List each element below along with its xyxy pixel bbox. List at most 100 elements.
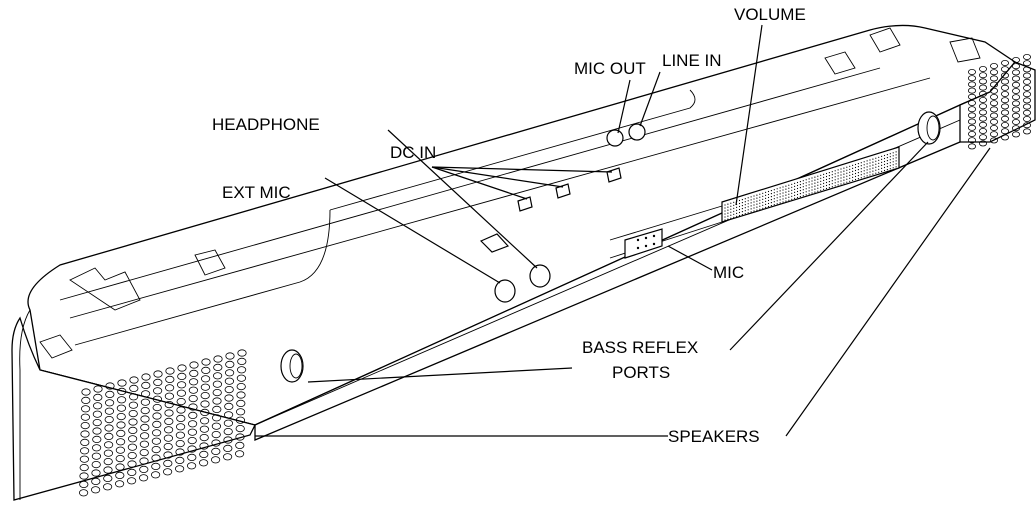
volume-texture-dot <box>773 195 775 197</box>
jacks <box>280 111 941 383</box>
volume-texture-dot <box>849 177 851 179</box>
grille-hole <box>140 432 150 440</box>
volume-texture-dot <box>892 152 894 154</box>
grille-hole <box>104 441 114 449</box>
grille-hole <box>979 78 988 85</box>
volume-strip <box>721 146 900 223</box>
volume-texture-dot <box>852 176 854 178</box>
grille-hole <box>164 392 174 400</box>
volume-texture-dot <box>730 205 732 207</box>
volume-texture-dot <box>782 192 784 194</box>
volume-texture-dot <box>840 171 842 173</box>
speaker-bar-body <box>11 24 1036 501</box>
volume-texture-dot <box>823 188 825 190</box>
grille-hole <box>223 453 233 461</box>
volume-texture-dot <box>825 175 828 178</box>
volume-texture-dot <box>779 187 781 189</box>
grille-hole <box>237 349 247 357</box>
volume-texture-dot <box>753 207 755 209</box>
grille-hole <box>968 81 977 88</box>
volume-texture-dot <box>895 160 897 162</box>
volume-texture-dot <box>724 207 726 209</box>
volume-texture-dot <box>750 205 752 207</box>
volume-texture-dot <box>846 181 848 183</box>
grille-hole <box>103 466 113 474</box>
volume-texture-dot <box>785 185 787 187</box>
slot-right <box>824 51 856 75</box>
grille-hole <box>188 403 198 411</box>
grille-hole <box>211 447 221 455</box>
grille-hole <box>187 428 197 436</box>
grille-hole <box>153 387 163 395</box>
grille-hole <box>164 417 174 425</box>
volume-texture-dot <box>881 167 883 169</box>
volume-texture-dot <box>724 216 726 218</box>
grille-hole <box>151 454 161 462</box>
grille-hole <box>979 97 988 104</box>
volume-texture-dot <box>854 169 857 172</box>
volume-texture-dot <box>802 180 804 182</box>
volume-texture-dot <box>788 190 790 192</box>
grille-hole <box>212 414 222 422</box>
grille-hole <box>236 399 246 407</box>
volume-texture-dot <box>747 200 749 202</box>
headphone-jack <box>529 264 551 288</box>
volume-texture-dot <box>727 212 729 214</box>
volume-texture-dot <box>889 156 891 158</box>
grille-hole <box>80 421 90 430</box>
volume-texture-dot <box>849 174 851 176</box>
grille-hole <box>188 420 198 428</box>
volume-texture-dot <box>866 160 868 162</box>
grille-hole <box>1001 91 1010 98</box>
grille-hole <box>990 100 999 107</box>
volume-texture-dot <box>857 169 860 171</box>
volume-texture-dot <box>814 185 816 187</box>
grille-hole <box>117 379 127 387</box>
volume-texture-dot <box>776 191 778 193</box>
volume-texture-dot <box>860 174 862 176</box>
volume-texture-dot <box>875 160 877 162</box>
grille-hole <box>151 445 161 454</box>
grille-hole <box>139 440 149 448</box>
grille-hole <box>225 360 235 368</box>
grille-hole <box>152 429 162 437</box>
volume-texture-dot <box>762 198 764 200</box>
volume-texture-dot <box>825 184 828 187</box>
grille-hole <box>199 433 209 442</box>
volume-texture-dot <box>747 203 749 205</box>
volume-texture-dot <box>808 193 810 195</box>
grille-hole <box>199 442 209 450</box>
volume-texture-dot <box>776 197 778 199</box>
grille-hole <box>175 431 185 439</box>
grille-hole <box>127 477 137 485</box>
volume-texture-dot <box>724 210 726 212</box>
grille-hole <box>140 398 150 406</box>
volume-texture-dot <box>837 178 839 180</box>
volume-texture-dot <box>895 157 897 159</box>
leader-speakers-right <box>785 147 991 437</box>
grille-hole <box>223 444 233 452</box>
grille-hole <box>979 121 988 128</box>
volume-texture-dot <box>724 213 726 215</box>
grille-hole <box>116 421 126 429</box>
grille-hole <box>91 477 101 485</box>
volume-texture-dot <box>866 163 868 165</box>
volume-texture-dot <box>857 163 860 165</box>
volume-texture-dot <box>814 179 816 181</box>
volume-texture-dot <box>814 191 816 193</box>
grille-hole <box>236 374 246 382</box>
mic-hole <box>636 238 640 242</box>
grille-hole <box>213 355 223 363</box>
grille-hole <box>116 429 126 437</box>
volume-texture-dot <box>736 215 738 217</box>
leader-dc-in-2 <box>431 166 564 188</box>
volume-texture-dot <box>759 208 761 210</box>
volume-texture-dot <box>892 164 894 166</box>
volume-texture-dot <box>820 183 822 185</box>
volume-texture-dot <box>802 186 804 188</box>
volume-texture-dot <box>852 179 854 181</box>
label-headphone: HEADPHONE <box>212 115 320 134</box>
mic-plate <box>624 228 663 259</box>
volume-texture-dot <box>767 205 770 208</box>
volume-texture-dot <box>802 192 804 194</box>
